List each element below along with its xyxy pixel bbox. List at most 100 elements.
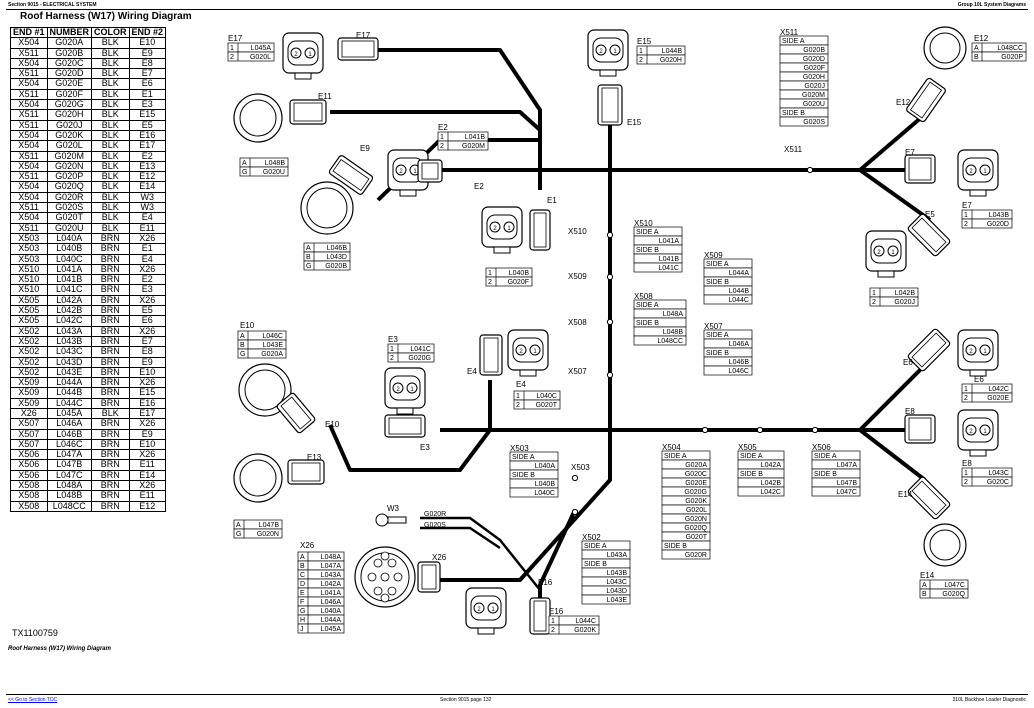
toc-link[interactable]: << Go to Section TOC	[8, 697, 58, 703]
table-cell: E1	[128, 88, 167, 101]
connector-shell	[289, 99, 327, 125]
pin-row	[919, 588, 969, 599]
table-cell: E13	[128, 160, 167, 173]
splice-wire: G020N	[685, 516, 707, 523]
pin	[965, 164, 977, 176]
splice-side: SIDE B	[706, 350, 729, 357]
splice-wire: L041C	[658, 265, 679, 272]
connector-e10-side	[276, 392, 316, 434]
pin	[965, 424, 977, 436]
splice-wire: L044C	[728, 297, 749, 304]
pin-id: H	[300, 617, 305, 624]
table-cell: G020R	[46, 191, 93, 204]
pin-wire: G020U	[263, 169, 285, 176]
pin-id: 2	[964, 395, 968, 402]
splice-wire: L040A	[535, 463, 556, 470]
pin-row	[485, 276, 533, 287]
pin-label: 1	[983, 429, 987, 435]
connector-x26-side	[417, 561, 441, 593]
pin-row	[513, 399, 561, 410]
connector-e8-side	[904, 414, 936, 444]
pin-id: G	[240, 351, 245, 358]
table-cell: E6	[128, 78, 167, 90]
pin	[393, 572, 403, 582]
pin-label: 2	[477, 607, 481, 613]
splice-dot	[756, 426, 764, 434]
figure-id: TX1100759	[12, 628, 58, 638]
table-cell: L040A	[46, 232, 93, 245]
splice-wire: G020U	[803, 101, 825, 108]
splice-wire: G020K	[685, 498, 707, 505]
pin-id: E	[300, 590, 305, 597]
table-cell: L046A	[46, 418, 93, 430]
table-cell: L041A	[46, 263, 93, 276]
table-cell: G020K	[46, 129, 93, 142]
splice-title: X509	[704, 251, 723, 260]
table-cell: L042B	[46, 305, 93, 317]
pin	[392, 382, 404, 394]
connector-e2-side	[417, 159, 443, 183]
pin-id: 1	[440, 134, 444, 141]
connector-label: E16	[538, 578, 553, 587]
connector-detail	[421, 564, 437, 590]
connector-e14-face	[923, 523, 967, 567]
pin-id: 1	[551, 618, 555, 625]
pin-label: 2	[877, 250, 881, 256]
connector-e16-side	[529, 597, 551, 635]
header-rule	[6, 9, 1028, 10]
splice-wire: G020A	[685, 462, 707, 469]
pin-id: 2	[639, 57, 643, 64]
pin-id: G	[300, 608, 305, 615]
table-cell: E5	[128, 305, 167, 317]
harness-branch	[378, 48, 542, 190]
table-cell: E4	[128, 212, 167, 224]
table-cell: E3	[128, 99, 167, 111]
connector-label: W3	[387, 504, 400, 513]
connector-e6-side	[907, 328, 951, 372]
pin-wire: L042C	[988, 386, 1009, 393]
table-cell: E7	[128, 68, 167, 80]
table-cell: E17	[128, 140, 167, 152]
table-cell: E16	[128, 129, 167, 142]
pin-wire: L047B	[259, 522, 280, 529]
pin	[487, 602, 499, 614]
splice-row	[737, 486, 785, 497]
pin-id: 2	[488, 279, 492, 286]
connector-face	[870, 238, 902, 264]
connector-label: E6	[974, 375, 984, 384]
table-cell: L041B	[46, 274, 93, 286]
connector-tab	[294, 72, 312, 80]
connector-e5-side	[907, 213, 951, 257]
splice-wire: G020J	[804, 83, 825, 90]
connector-label: X507	[568, 367, 587, 376]
pin-wire: G020H	[660, 57, 682, 64]
pin-row	[971, 51, 1027, 62]
splice-side: SIDE B	[636, 320, 659, 327]
pin-label: 1	[410, 387, 414, 393]
table-cell: L045A	[46, 407, 93, 420]
pin-id: B	[974, 54, 979, 61]
splice-title: X508	[634, 292, 653, 301]
connector-detail	[911, 480, 947, 516]
connector-detail	[911, 332, 947, 368]
connector-tab	[399, 189, 417, 197]
splice-side: SIDE B	[664, 543, 687, 550]
splice-wire: L043E	[607, 597, 628, 604]
table-cell: L042A	[46, 294, 93, 307]
